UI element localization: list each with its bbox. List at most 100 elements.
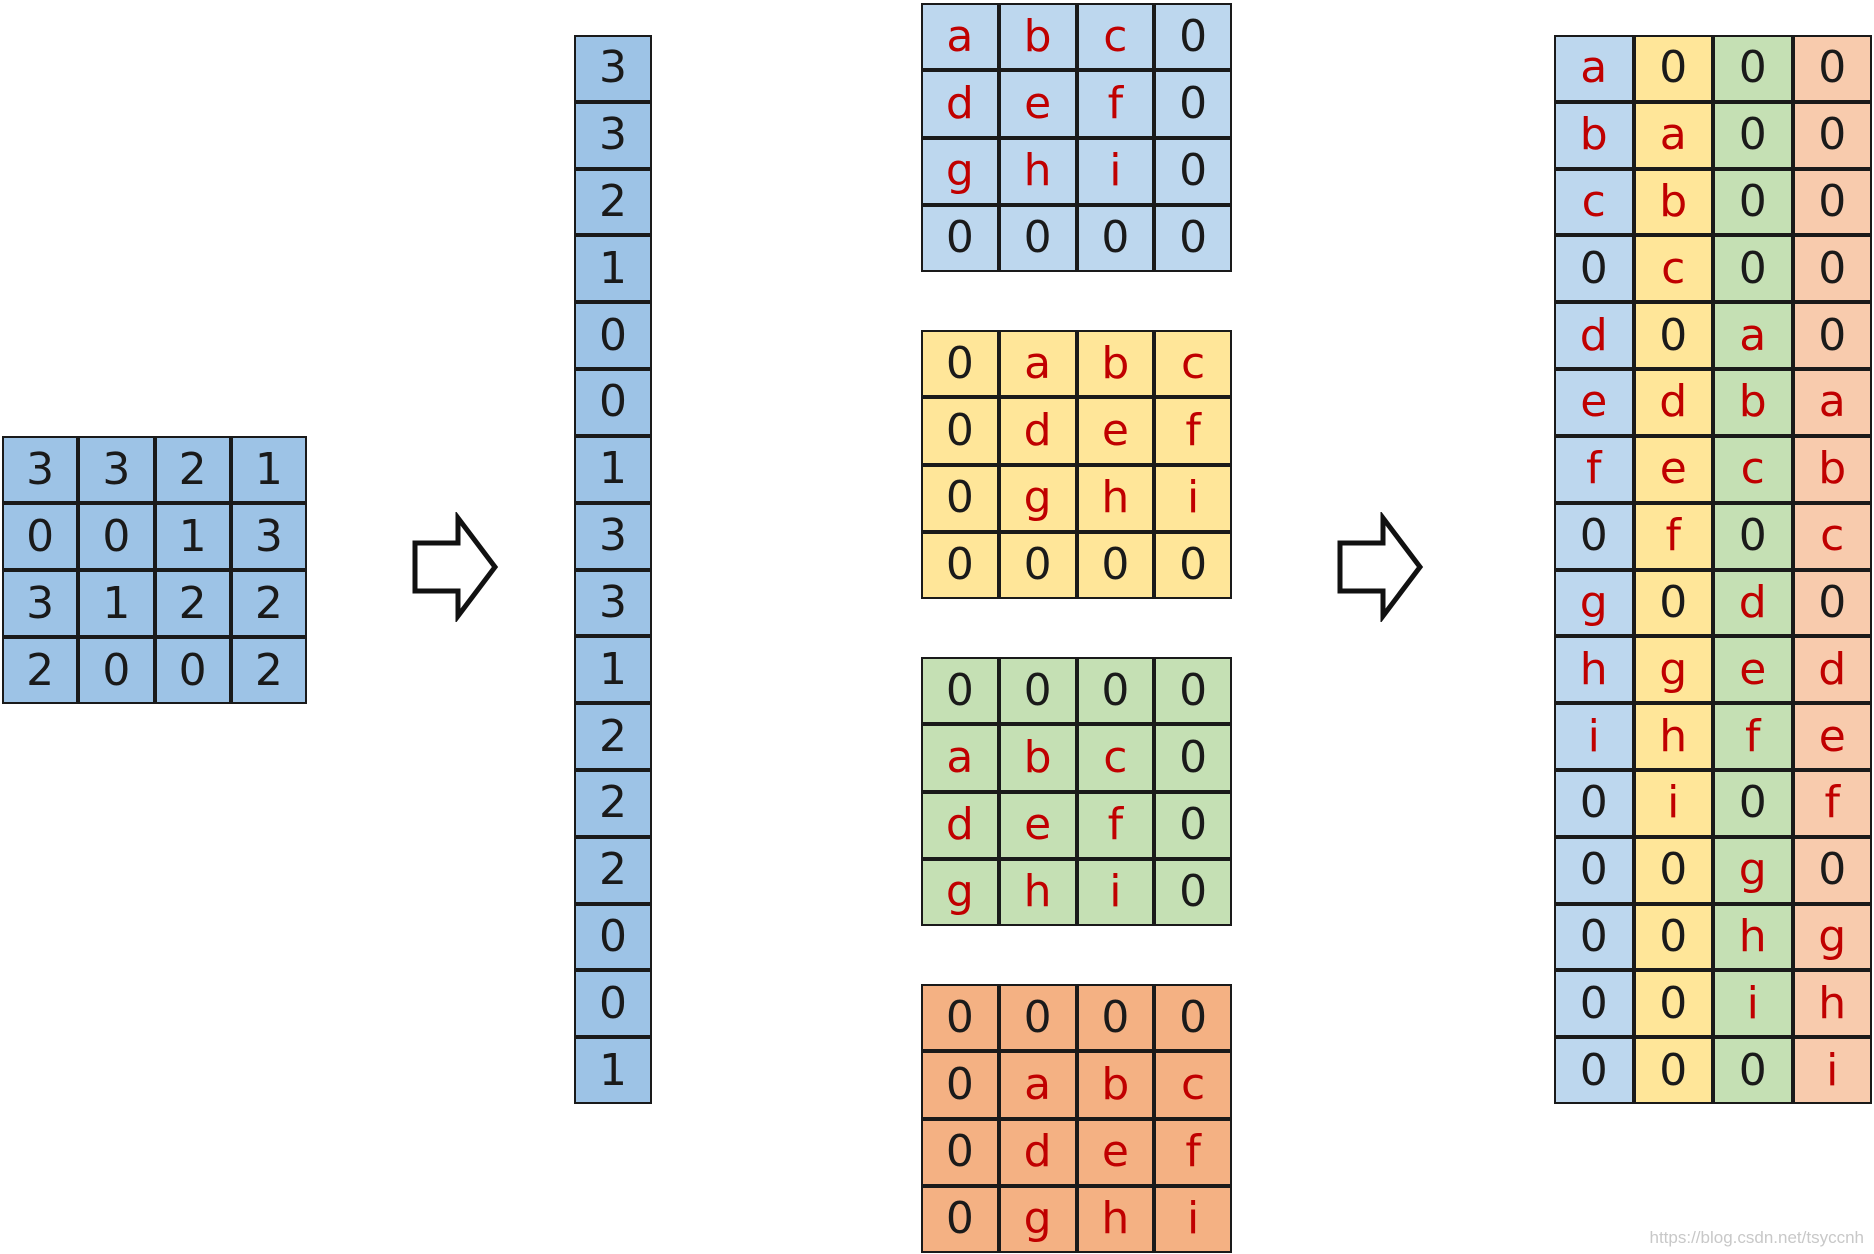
- kernel-cell: c: [1156, 1053, 1230, 1117]
- kernel-cell: b: [1078, 332, 1153, 396]
- kernel-cell: 0: [1078, 659, 1153, 723]
- vector-cell: 0: [576, 972, 650, 1036]
- kernel-cell: f: [1078, 793, 1153, 857]
- vector-cell: 2: [576, 705, 650, 768]
- conv-matrix-cell: a: [1715, 304, 1791, 368]
- input-matrix-cell: 2: [4, 639, 77, 702]
- kernel-cell: a: [923, 5, 997, 69]
- conv-matrix-cell: f: [1715, 705, 1791, 768]
- vector-cell: 3: [576, 571, 650, 635]
- kernel-cell: g: [923, 860, 997, 924]
- kernel-cell: 0: [923, 1053, 997, 1117]
- conv-matrix-cell: c: [1794, 504, 1870, 568]
- kernel-cell: 0: [923, 1120, 997, 1184]
- vector-cell: 1: [576, 638, 650, 702]
- conv-matrix-cell: 0: [1794, 170, 1870, 234]
- kernel-cell: 0: [1156, 5, 1230, 69]
- conv-matrix-cell: 0: [1556, 1039, 1632, 1102]
- conv-matrix-cell: d: [1715, 571, 1791, 635]
- kernel-cell: h: [1078, 466, 1153, 530]
- kernel-cell: 0: [1156, 139, 1230, 203]
- input-matrix-cell: 2: [232, 572, 305, 635]
- kernel-cell: c: [1156, 332, 1230, 396]
- conv-matrix-cell: 0: [1794, 37, 1870, 100]
- conv-matrix-cell: d: [1635, 371, 1711, 434]
- vector-cell: 3: [576, 103, 650, 167]
- kernel-cell: 0: [1156, 659, 1230, 723]
- conv-matrix-cell: 0: [1635, 972, 1711, 1036]
- conv-matrix-cell: c: [1715, 437, 1791, 501]
- conv-matrix-cell: 0: [1556, 771, 1632, 835]
- kernel-cell: 0: [1000, 206, 1075, 270]
- conv-matrix-cell: e: [1794, 705, 1870, 768]
- conv-matrix-cell: i: [1635, 771, 1711, 835]
- conv-matrix-cell: b: [1794, 437, 1870, 501]
- input-matrix-cell: 2: [232, 639, 305, 702]
- vector-cell: 3: [576, 504, 650, 568]
- kernel-cell: b: [1078, 1053, 1153, 1117]
- kernel-cell: 0: [923, 659, 997, 723]
- kernel-cell: 0: [1156, 793, 1230, 857]
- kernel-cell: 0: [1156, 72, 1230, 136]
- watermark: https://blog.csdn.net/tsyccnh: [1649, 1228, 1864, 1247]
- kernel-cell: 0: [1156, 986, 1230, 1050]
- vector-cell: 2: [576, 771, 650, 835]
- kernel-cell: a: [1000, 332, 1075, 396]
- conv-matrix-cell: c: [1635, 237, 1711, 301]
- kernel-cell: i: [1156, 466, 1230, 530]
- conv-matrix-cell: h: [1794, 972, 1870, 1036]
- vector-cell: 1: [576, 437, 650, 501]
- conv-matrix-cell: 0: [1556, 838, 1632, 902]
- input-matrix-cell: 3: [232, 505, 305, 568]
- conv-matrix-cell: g: [1635, 638, 1711, 702]
- conv-matrix-cell: 0: [1635, 37, 1711, 100]
- conv-matrix-cell: b: [1715, 371, 1791, 434]
- kernel-cell: h: [1000, 139, 1075, 203]
- conv-matrix-cell: h: [1556, 638, 1632, 702]
- conv-matrix-cell: 0: [1715, 504, 1791, 568]
- kernel-cell: e: [1000, 793, 1075, 857]
- conv-matrix-cell: f: [1794, 771, 1870, 835]
- kernel-cell: e: [1078, 399, 1153, 463]
- conv-matrix-cell: f: [1635, 504, 1711, 568]
- kernel-cell: e: [1000, 72, 1075, 136]
- kernel-cell: b: [1000, 5, 1075, 69]
- conv-matrix-cell: d: [1556, 304, 1632, 368]
- conv-matrix-cell: 0: [1715, 103, 1791, 167]
- kernel-cell: 0: [923, 332, 997, 396]
- kernel-cell: 0: [923, 986, 997, 1050]
- conv-matrix-cell: g: [1715, 838, 1791, 902]
- conv-matrix-cell: h: [1635, 705, 1711, 768]
- conv-matrix-cell: 0: [1794, 838, 1870, 902]
- vector-cell: 1: [576, 237, 650, 301]
- kernel-cell: d: [1000, 399, 1075, 463]
- kernel-cell: g: [923, 139, 997, 203]
- conv-matrix-cell: g: [1556, 571, 1632, 635]
- conv-matrix-cell: i: [1794, 1039, 1870, 1102]
- conv-matrix-cell: 0: [1715, 237, 1791, 301]
- conv-matrix-cell: i: [1556, 705, 1632, 768]
- conv-matrix-cell: 0: [1635, 905, 1711, 969]
- kernel-cell: d: [923, 793, 997, 857]
- kernel-cell: 0: [1156, 206, 1230, 270]
- kernel-cell: d: [923, 72, 997, 136]
- conv-matrix-cell: 0: [1635, 838, 1711, 902]
- conv-matrix-cell: 0: [1794, 103, 1870, 167]
- input-matrix-cell: 3: [80, 438, 153, 501]
- kernel-cell: 0: [1000, 533, 1075, 597]
- conv-matrix-cell: 0: [1635, 571, 1711, 635]
- conv-matrix-cell: 0: [1556, 504, 1632, 568]
- input-matrix-cell: 0: [156, 639, 229, 702]
- kernel-cell: 0: [1000, 986, 1075, 1050]
- conv-matrix-cell: c: [1556, 170, 1632, 234]
- conv-matrix-cell: 0: [1635, 1039, 1711, 1102]
- conv-matrix-cell: a: [1794, 371, 1870, 434]
- input-matrix-cell: 3: [4, 572, 77, 635]
- input-matrix-cell: 0: [4, 505, 77, 568]
- kernel-cell: g: [1000, 1187, 1075, 1251]
- conv-matrix-cell: 0: [1635, 304, 1711, 368]
- kernel-cell: 0: [923, 1187, 997, 1251]
